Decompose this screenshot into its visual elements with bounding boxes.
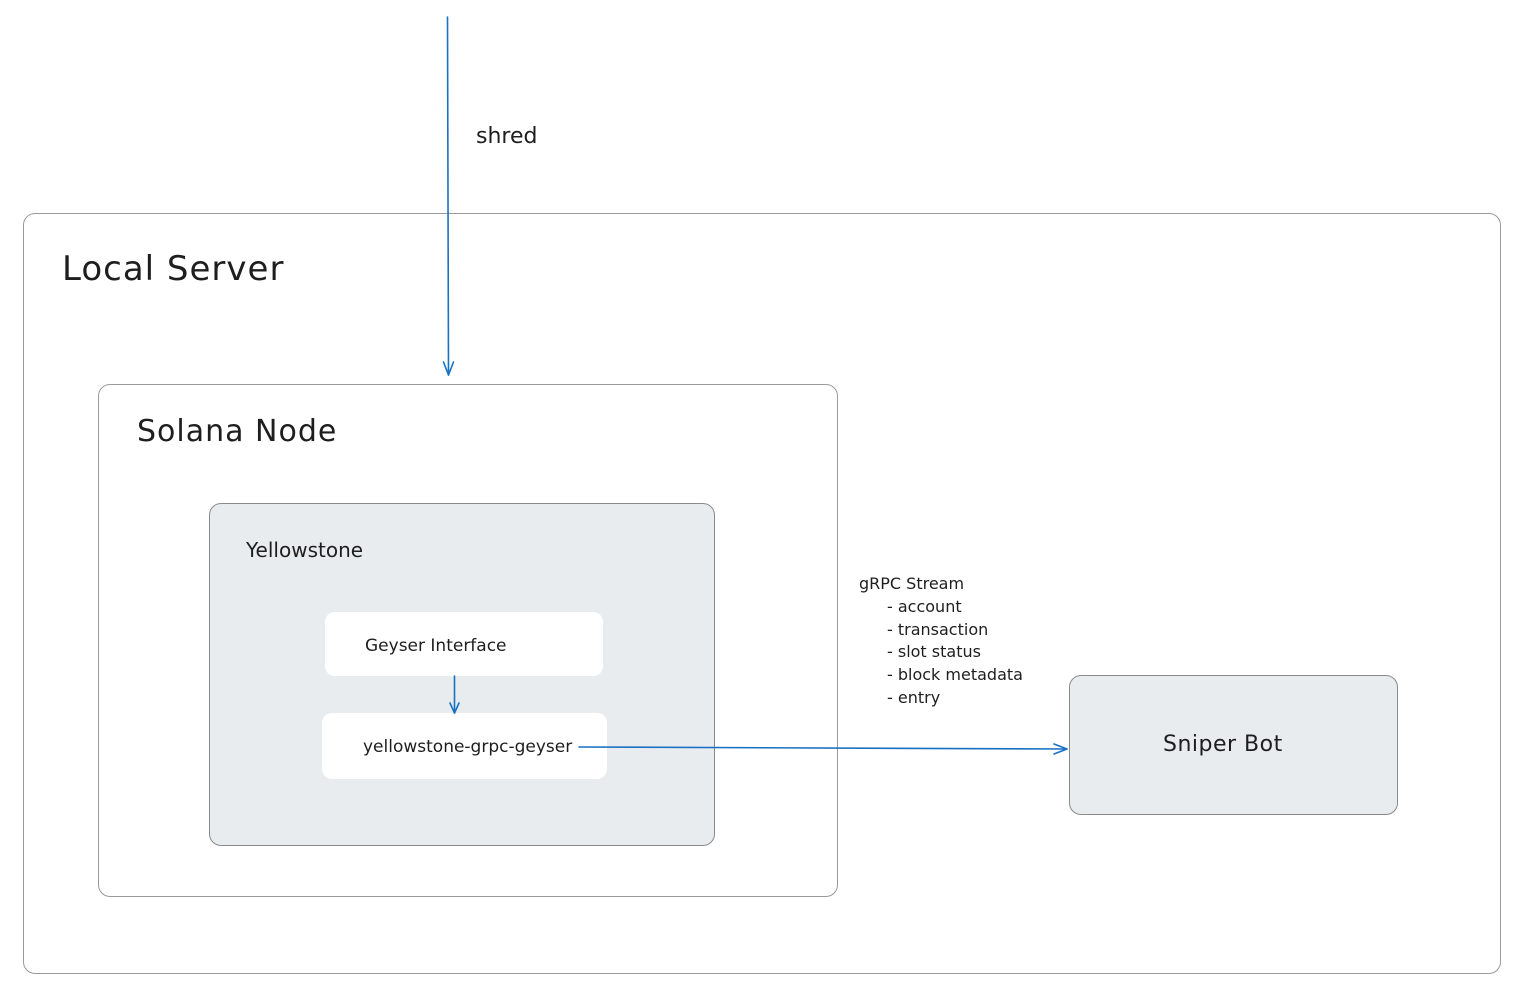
yellowstone-grpc-geyser-label: yellowstone-grpc-geyser: [363, 737, 573, 757]
grpc-stream-title: gRPC Stream: [859, 574, 965, 593]
grpc-stream-annotation: gRPC Stream - account - transaction - sl…: [859, 573, 1023, 710]
grpc-stream-item-slot-status: - slot status: [887, 642, 981, 662]
grpc-stream-item-transaction: - transaction: [887, 619, 989, 639]
shred-edge-label: shred: [476, 124, 538, 149]
sniper-bot-node: [1069, 675, 1398, 815]
grpc-stream-item-account: - account: [887, 596, 962, 616]
grpc-stream-item-block-metadata: - block metadata: [887, 665, 1023, 685]
geyser-interface-label: Geyser Interface: [365, 636, 507, 656]
grpc-stream-item-entry: - entry: [887, 687, 941, 707]
sniper-bot-label: Sniper Bot: [1163, 732, 1283, 757]
geyser-interface-node: [325, 612, 603, 676]
yellowstone-grpc-geyser-node: [322, 713, 607, 779]
yellowstone-title: Yellowstone: [246, 538, 364, 562]
local-server-title: Local Server: [62, 249, 285, 289]
solana-node-title: Solana Node: [137, 414, 338, 449]
